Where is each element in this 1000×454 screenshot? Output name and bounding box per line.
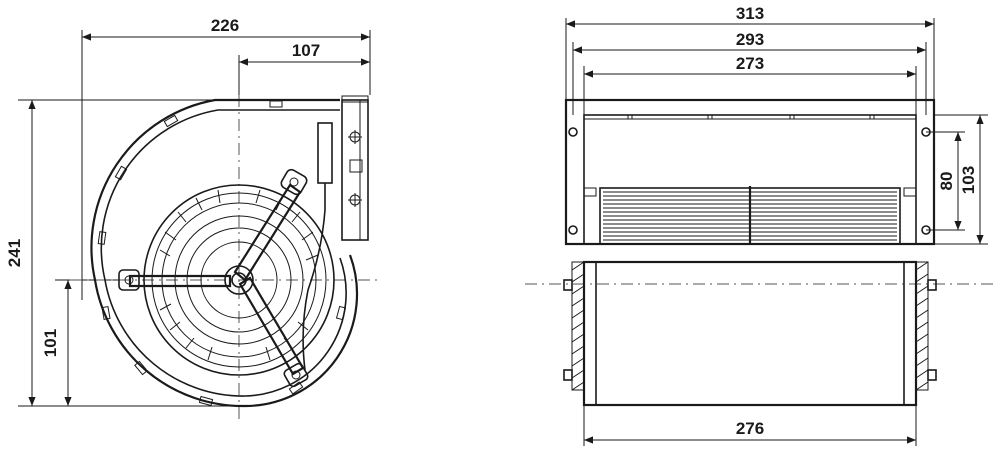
cable-gland [302,122,333,371]
dim-80-label: 80 [937,172,956,191]
impeller-grille [599,186,901,245]
dim-80: 80 [937,132,962,230]
dim-241: 241 [5,100,36,406]
dim-241-label: 241 [5,239,24,267]
outlet-bracket [341,95,369,241]
front-view: 313 293 273 80 103 276 [525,4,995,446]
dim-276-label: 276 [736,419,764,438]
dim-276: 276 [584,419,916,444]
dim-293-label: 293 [736,30,764,49]
dim-226: 226 [82,16,370,41]
dim-293: 293 [573,30,926,54]
dim-107-label: 107 [292,41,320,60]
dim-101: 101 [41,280,72,406]
dim-101-label: 101 [41,329,60,357]
dim-103-label: 103 [959,166,978,194]
mounting-arms [118,168,309,388]
scroll-housing [90,98,359,408]
dim-273: 273 [584,54,916,78]
dim-273-label: 273 [736,54,764,73]
dim-226-label: 226 [211,16,239,35]
dim-103: 103 [959,115,984,244]
dim-313-label: 313 [736,4,764,23]
side-view: 226 107 241 101 [5,16,380,420]
dim-313: 313 [566,4,934,28]
housing-body [563,260,937,407]
dim-107: 107 [239,41,370,66]
